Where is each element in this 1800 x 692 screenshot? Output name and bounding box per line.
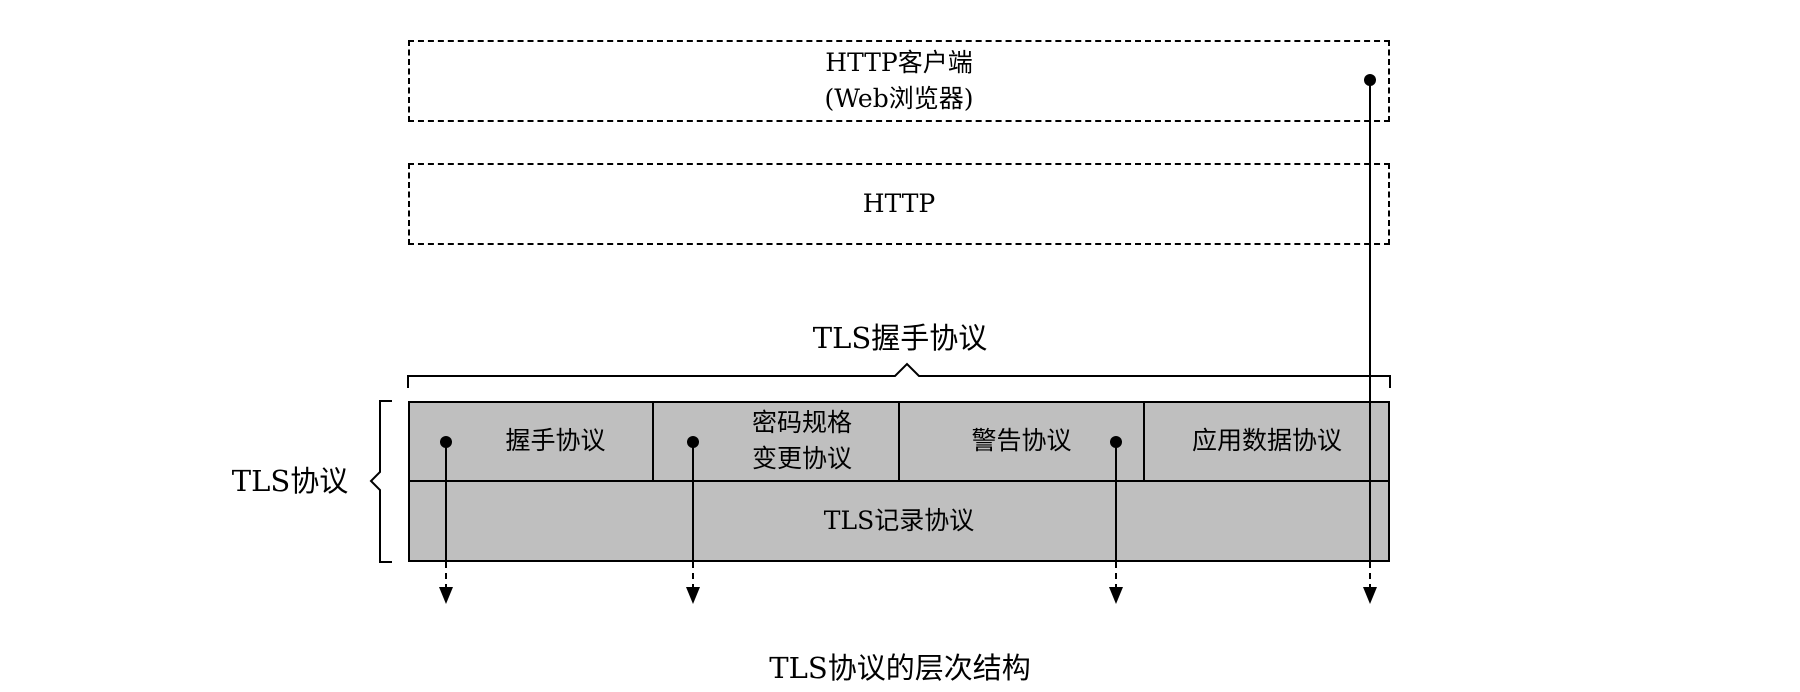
http-box xyxy=(408,163,1390,245)
tls-protocol-label: TLS协议 xyxy=(231,463,349,498)
protocol-application-data: 应用数据协议 xyxy=(1144,401,1390,481)
handshake-brace xyxy=(407,362,1391,388)
flow-lines xyxy=(445,80,1371,587)
http-client-box xyxy=(408,40,1390,122)
stack-dividers xyxy=(408,401,1390,482)
handshake-group-label: TLS握手协议 xyxy=(812,320,988,355)
protocol-cipher-line2: 变更协议 xyxy=(751,444,852,473)
protocol-handshake: 握手协议 xyxy=(458,401,653,481)
flow-arrowheads xyxy=(439,587,1377,604)
protocol-cipher-line1: 密码规格 xyxy=(751,407,852,437)
record-protocol-label: TLS记录协议 xyxy=(823,506,975,536)
http-client-line2: (Web浏览器) xyxy=(824,84,974,113)
http-client-line1: HTTP客户端 xyxy=(825,47,973,77)
protocol-handshake-line1: 握手协议 xyxy=(505,425,606,455)
http-client-label: HTTP客户端 (Web浏览器) xyxy=(408,40,1390,122)
tls-left-brace xyxy=(369,400,392,563)
http-text: HTTP xyxy=(862,188,936,218)
protocol-change-cipher-spec: 密码规格 变更协议 xyxy=(705,401,899,481)
protocol-alert-line1: 警告协议 xyxy=(971,425,1072,455)
protocol-alert: 警告协议 xyxy=(899,401,1144,481)
flow-dots xyxy=(440,74,1376,448)
protocol-appdata-line1: 应用数据协议 xyxy=(1191,425,1342,455)
diagram-caption: TLS协议的层次结构 xyxy=(769,650,1031,685)
http-label: HTTP xyxy=(408,163,1390,245)
